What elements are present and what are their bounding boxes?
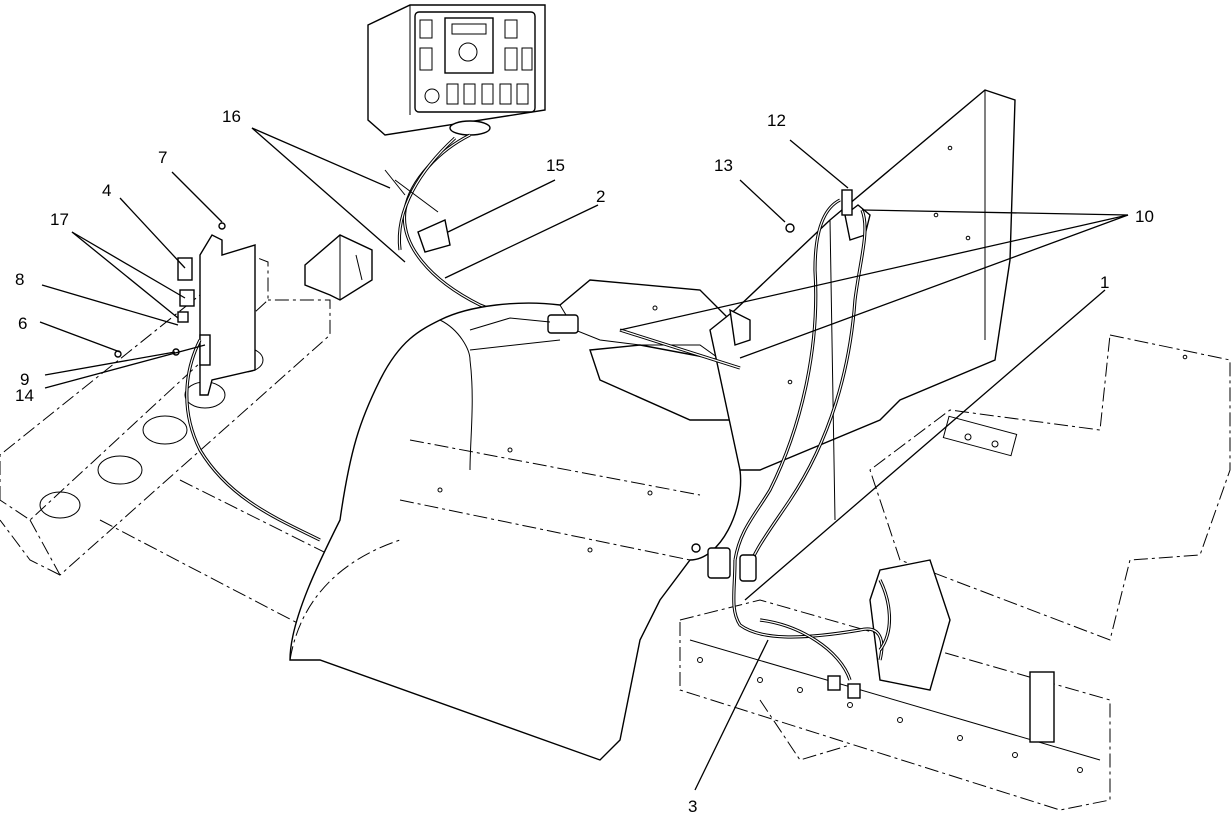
callout-17: 17 <box>50 210 69 229</box>
callout-4: 4 <box>102 181 111 200</box>
callout-2: 2 <box>596 187 605 206</box>
harness-bracket <box>304 234 373 301</box>
callout-9: 9 <box>20 370 29 389</box>
callout-3: 3 <box>688 797 697 816</box>
callout-16: 16 <box>222 107 241 126</box>
decal-label <box>417 219 451 253</box>
callout-14: 14 <box>15 386 34 405</box>
callout-7: 7 <box>158 148 167 167</box>
control-box <box>367 4 546 136</box>
callout-15: 15 <box>546 156 565 175</box>
callout-1: 1 <box>1100 273 1109 292</box>
connector-cluster <box>691 543 892 699</box>
callout-13: 13 <box>714 156 733 175</box>
callout-12: 12 <box>767 111 786 130</box>
seat-base-body <box>289 279 742 761</box>
seat-back-wire-loop <box>619 198 867 581</box>
right-frame-rail <box>679 559 1111 811</box>
callout-6: 6 <box>18 314 27 333</box>
seat-back-panel <box>709 89 1016 521</box>
switch-bracket-plate <box>114 222 256 396</box>
callout-10: 10 <box>1135 207 1154 226</box>
callout-labels: 1 2 3 4 6 7 8 9 10 12 13 14 15 16 17 <box>15 107 1154 816</box>
callout-8: 8 <box>15 270 24 289</box>
leader-lines <box>39 127 1129 791</box>
